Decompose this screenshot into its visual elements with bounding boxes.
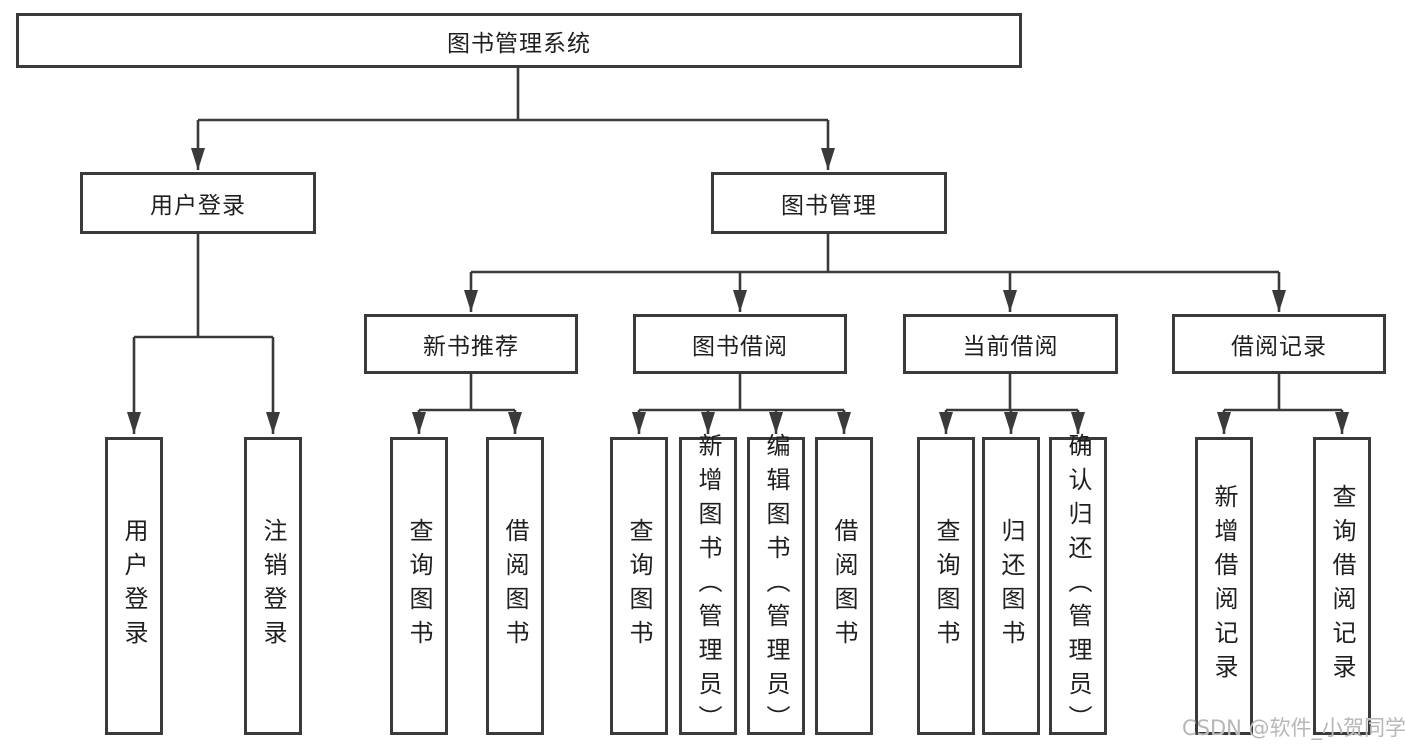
node-book-management: 图书管理 [711, 172, 947, 234]
node-label: 编辑图书（管理员） [762, 433, 790, 739]
leaf-confirm-return-admin: 确认归还（管理员） [1049, 433, 1107, 739]
node-label: 借阅图书 [501, 518, 529, 654]
leaf-query-borrow-record: 查询借阅记录 [1313, 437, 1371, 735]
leaf-query-books-2: 查询图书 [610, 437, 668, 735]
node-label: 图书管理系统 [447, 30, 591, 57]
node-label: 查询图书 [932, 518, 960, 654]
node-new-book-recommend: 新书推荐 [364, 314, 578, 374]
node-label: 查询借阅记录 [1328, 484, 1356, 688]
node-label: 确认归还（管理员） [1064, 433, 1092, 739]
leaf-query-books-3: 查询图书 [917, 437, 975, 735]
node-label: 查询图书 [405, 518, 433, 654]
node-label: 归还图书 [997, 518, 1025, 654]
node-label: 新增图书（管理员） [694, 433, 722, 739]
node-label: 图书借阅 [692, 334, 788, 360]
node-label: 新书推荐 [423, 334, 519, 360]
leaf-add-book-admin: 新增图书（管理员） [679, 433, 737, 739]
node-label: 用户登录 [120, 518, 148, 654]
node-library-system: 图书管理系统 [16, 13, 1022, 68]
leaf-add-borrow-record: 新增借阅记录 [1195, 437, 1253, 735]
node-label: 借阅记录 [1231, 334, 1327, 360]
node-user-login: 用户登录 [80, 172, 316, 234]
leaf-logout: 注销登录 [244, 437, 302, 735]
node-label: 当前借阅 [962, 334, 1059, 360]
node-label: 用户登录 [150, 193, 246, 219]
watermark: CSDN @软件_小贺同学 [1182, 716, 1405, 740]
leaf-edit-book-admin: 编辑图书（管理员） [747, 433, 805, 739]
leaf-query-books-1: 查询图书 [390, 437, 448, 735]
node-label: 查询图书 [625, 518, 653, 654]
leaf-borrow-books-1: 借阅图书 [486, 437, 544, 735]
node-label: 图书管理 [781, 193, 877, 219]
node-label: 注销登录 [259, 518, 287, 654]
trunk-lines [134, 68, 1342, 412]
node-borrowing-records: 借阅记录 [1172, 314, 1386, 374]
node-current-borrowing: 当前借阅 [903, 314, 1118, 374]
node-label: 借阅图书 [830, 518, 858, 654]
leaf-user-login: 用户登录 [105, 437, 163, 735]
leaf-return-book: 归还图书 [982, 437, 1040, 735]
node-label: 新增借阅记录 [1210, 484, 1238, 688]
node-book-borrowing: 图书借阅 [633, 314, 847, 374]
leaf-borrow-books-2: 借阅图书 [815, 437, 873, 735]
